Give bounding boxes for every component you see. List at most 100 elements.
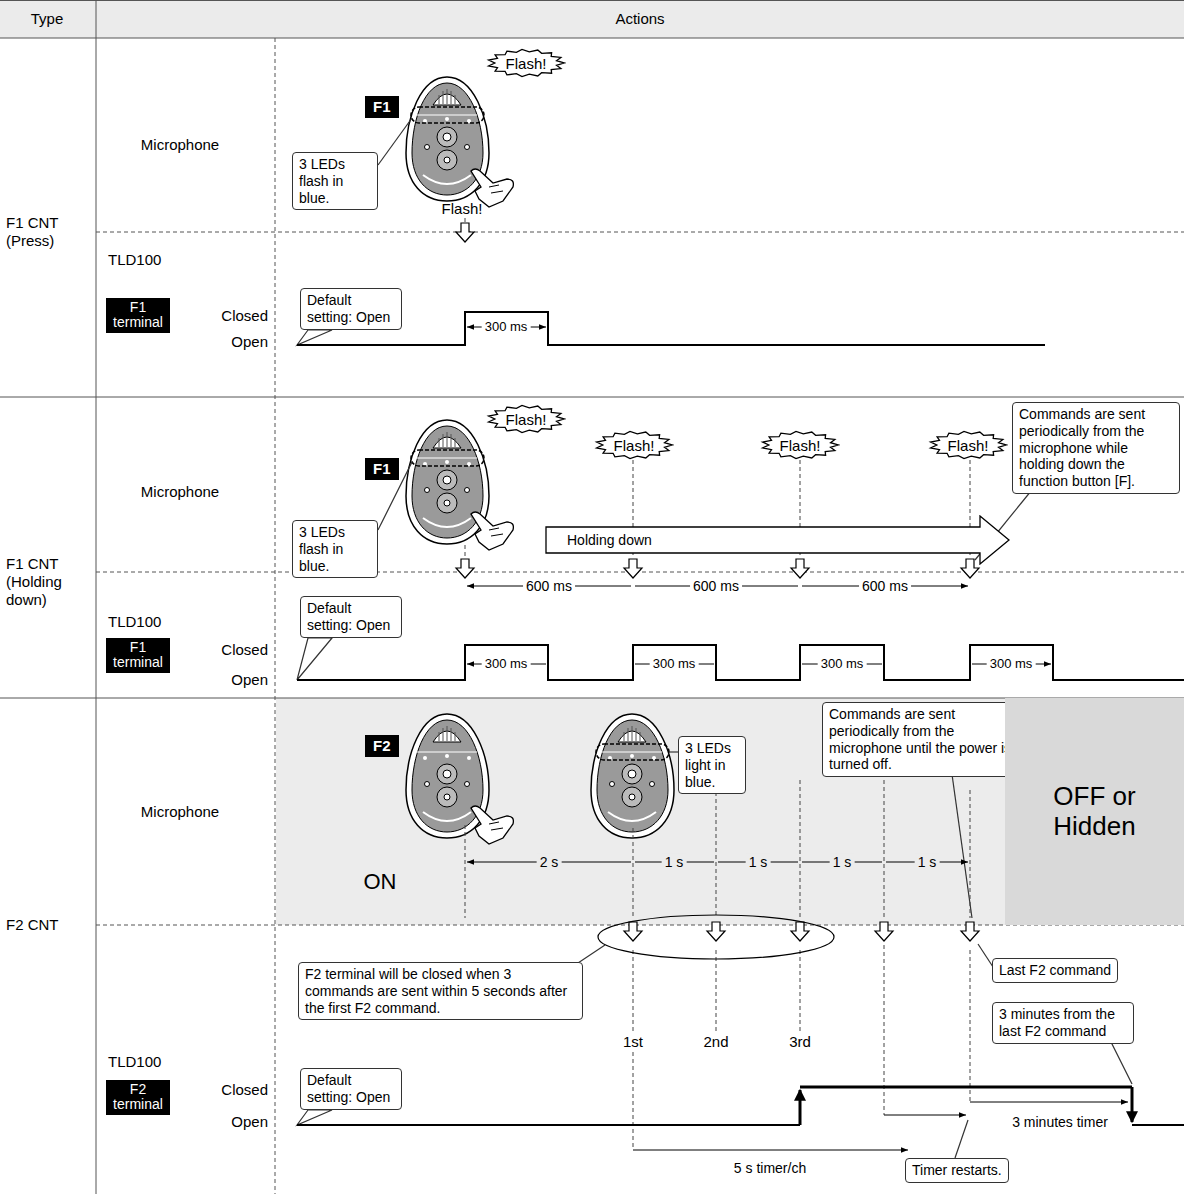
node-text: F2 terminal will be closed when 3 comman…: [305, 966, 576, 1016]
drawing-rect: [411, 450, 484, 466]
command-arrows: [456, 223, 979, 959]
callout-box: 3 LEDs light in blue.: [678, 736, 746, 794]
callout-box: Commands are sent periodically from the …: [1012, 402, 1180, 494]
label-text: 300 ms: [650, 656, 699, 672]
drawing-use: [456, 223, 474, 242]
microphone-illustrations: [406, 77, 674, 844]
label-text: Flash!: [442, 200, 483, 218]
label-text: 1 s: [915, 854, 940, 871]
label-text: F1 CNT (Press): [6, 214, 86, 250]
label-text: 600 ms: [523, 578, 575, 595]
drawing-use: [591, 714, 674, 838]
callout-box: Commands are sent periodically from the …: [822, 702, 1027, 777]
label-text: Actions: [615, 10, 664, 28]
drawing-path: [799, 1090, 802, 1125]
node-text: F1: [373, 98, 391, 116]
callout-box: 3 LEDs flash in blue.: [292, 152, 378, 210]
node-text: Flash!: [506, 55, 547, 72]
flash-burst: Flash!: [594, 430, 674, 460]
callout-box: Default setting: Open: [300, 1068, 402, 1110]
function-tag: F2: [365, 735, 399, 757]
node-text: OFF or Hidden: [1040, 782, 1150, 842]
label-text: Type: [31, 10, 64, 28]
label-text: 600 ms: [690, 578, 742, 595]
callout-box: 3 minutes from the last F2 command: [992, 1002, 1134, 1044]
drawing-use: [406, 420, 489, 544]
off-region: OFF or Hidden: [1005, 698, 1184, 925]
label-text: 600 ms: [859, 578, 911, 595]
node-text: 3 LEDs light in blue.: [685, 740, 739, 790]
label-text: Closed: [221, 1081, 268, 1099]
drawing-use: [456, 559, 474, 578]
label-text: 300 ms: [818, 656, 867, 672]
label-text: ON: [364, 869, 397, 895]
label-text: 300 ms: [987, 656, 1036, 672]
terminal-tag: F2 terminal: [106, 1080, 170, 1115]
drawing-use: [791, 559, 809, 578]
label-text: Microphone: [141, 136, 219, 154]
outline: [489, 49, 565, 76]
drawing-path: [955, 1120, 968, 1158]
function-tag: F1: [365, 458, 399, 480]
drawing-polyline: [1132, 1124, 1184, 1126]
label-text: 1 s: [746, 854, 771, 871]
outline: [763, 431, 839, 458]
label-text: 1 s: [662, 854, 687, 871]
drawing-path: [467, 664, 1051, 665]
drawing-path: [96, 38, 1184, 1194]
node-text: F1 terminal: [110, 300, 166, 331]
node-text: Commands are sent periodically from the …: [829, 706, 1020, 773]
drawing-path: [297, 638, 332, 680]
node-text: Holding down: [567, 532, 652, 548]
callout-box: Default setting: Open: [300, 288, 402, 330]
flash-burst: Flash!: [928, 430, 1008, 460]
label-text: Closed: [221, 641, 268, 659]
drawing-path: [378, 118, 412, 165]
label-text: 3rd: [786, 1033, 814, 1051]
label-text: TLD100: [108, 613, 161, 631]
callout-box: Default setting: Open: [300, 596, 402, 638]
terminal-tag: F1 terminal: [106, 298, 170, 333]
callout-box: F2 terminal will be closed when 3 comman…: [298, 962, 583, 1020]
drawing-path: [950, 760, 972, 918]
node-text: F1: [373, 460, 391, 478]
drawing-path: [297, 330, 332, 345]
drawing-rect: [596, 744, 669, 760]
flash-burst: Flash!: [486, 404, 566, 434]
label-text: 1 s: [830, 854, 855, 871]
drawing-rect: [411, 107, 484, 123]
node-text: Commands are sent periodically from the …: [1019, 406, 1173, 490]
callout-box: 3 LEDs flash in blue.: [292, 520, 378, 578]
drawing-rect: [0, 0, 1184, 38]
node-text: Flash!: [948, 437, 989, 454]
drawing-path: [1131, 1087, 1134, 1122]
label-text: 3 minutes timer: [1009, 1114, 1111, 1131]
label-text: 5 s timer/ch: [731, 1160, 809, 1177]
drawing-polyline: [297, 1124, 800, 1126]
node-text: Timer restarts.: [912, 1162, 1002, 1179]
label-text: 1st: [620, 1033, 646, 1051]
node-text: Default setting: Open: [307, 1072, 395, 1106]
hold-arrow: Holding down: [545, 515, 1010, 565]
outline: [597, 431, 673, 458]
node-text: Flash!: [780, 437, 821, 454]
drawing-polyline: [297, 312, 1045, 345]
drawing-path: [297, 1110, 332, 1125]
outline: [489, 405, 565, 432]
drawing-use: [875, 922, 893, 941]
drawing-path: [884, 1115, 966, 1116]
drawing-use: [624, 559, 642, 578]
outline: [546, 516, 1009, 564]
outline: [931, 431, 1007, 458]
label-text: 2nd: [700, 1033, 731, 1051]
node-text: Flash!: [614, 437, 655, 454]
drawing-use: [471, 512, 513, 550]
drawing-path: [800, 1086, 1132, 1089]
label-text: Open: [231, 671, 268, 689]
drawing-path: [633, 945, 970, 1150]
drawing-path: [970, 1102, 1128, 1103]
node-text: 3 LEDs flash in blue.: [299, 524, 371, 574]
label-text: 300 ms: [482, 319, 531, 335]
